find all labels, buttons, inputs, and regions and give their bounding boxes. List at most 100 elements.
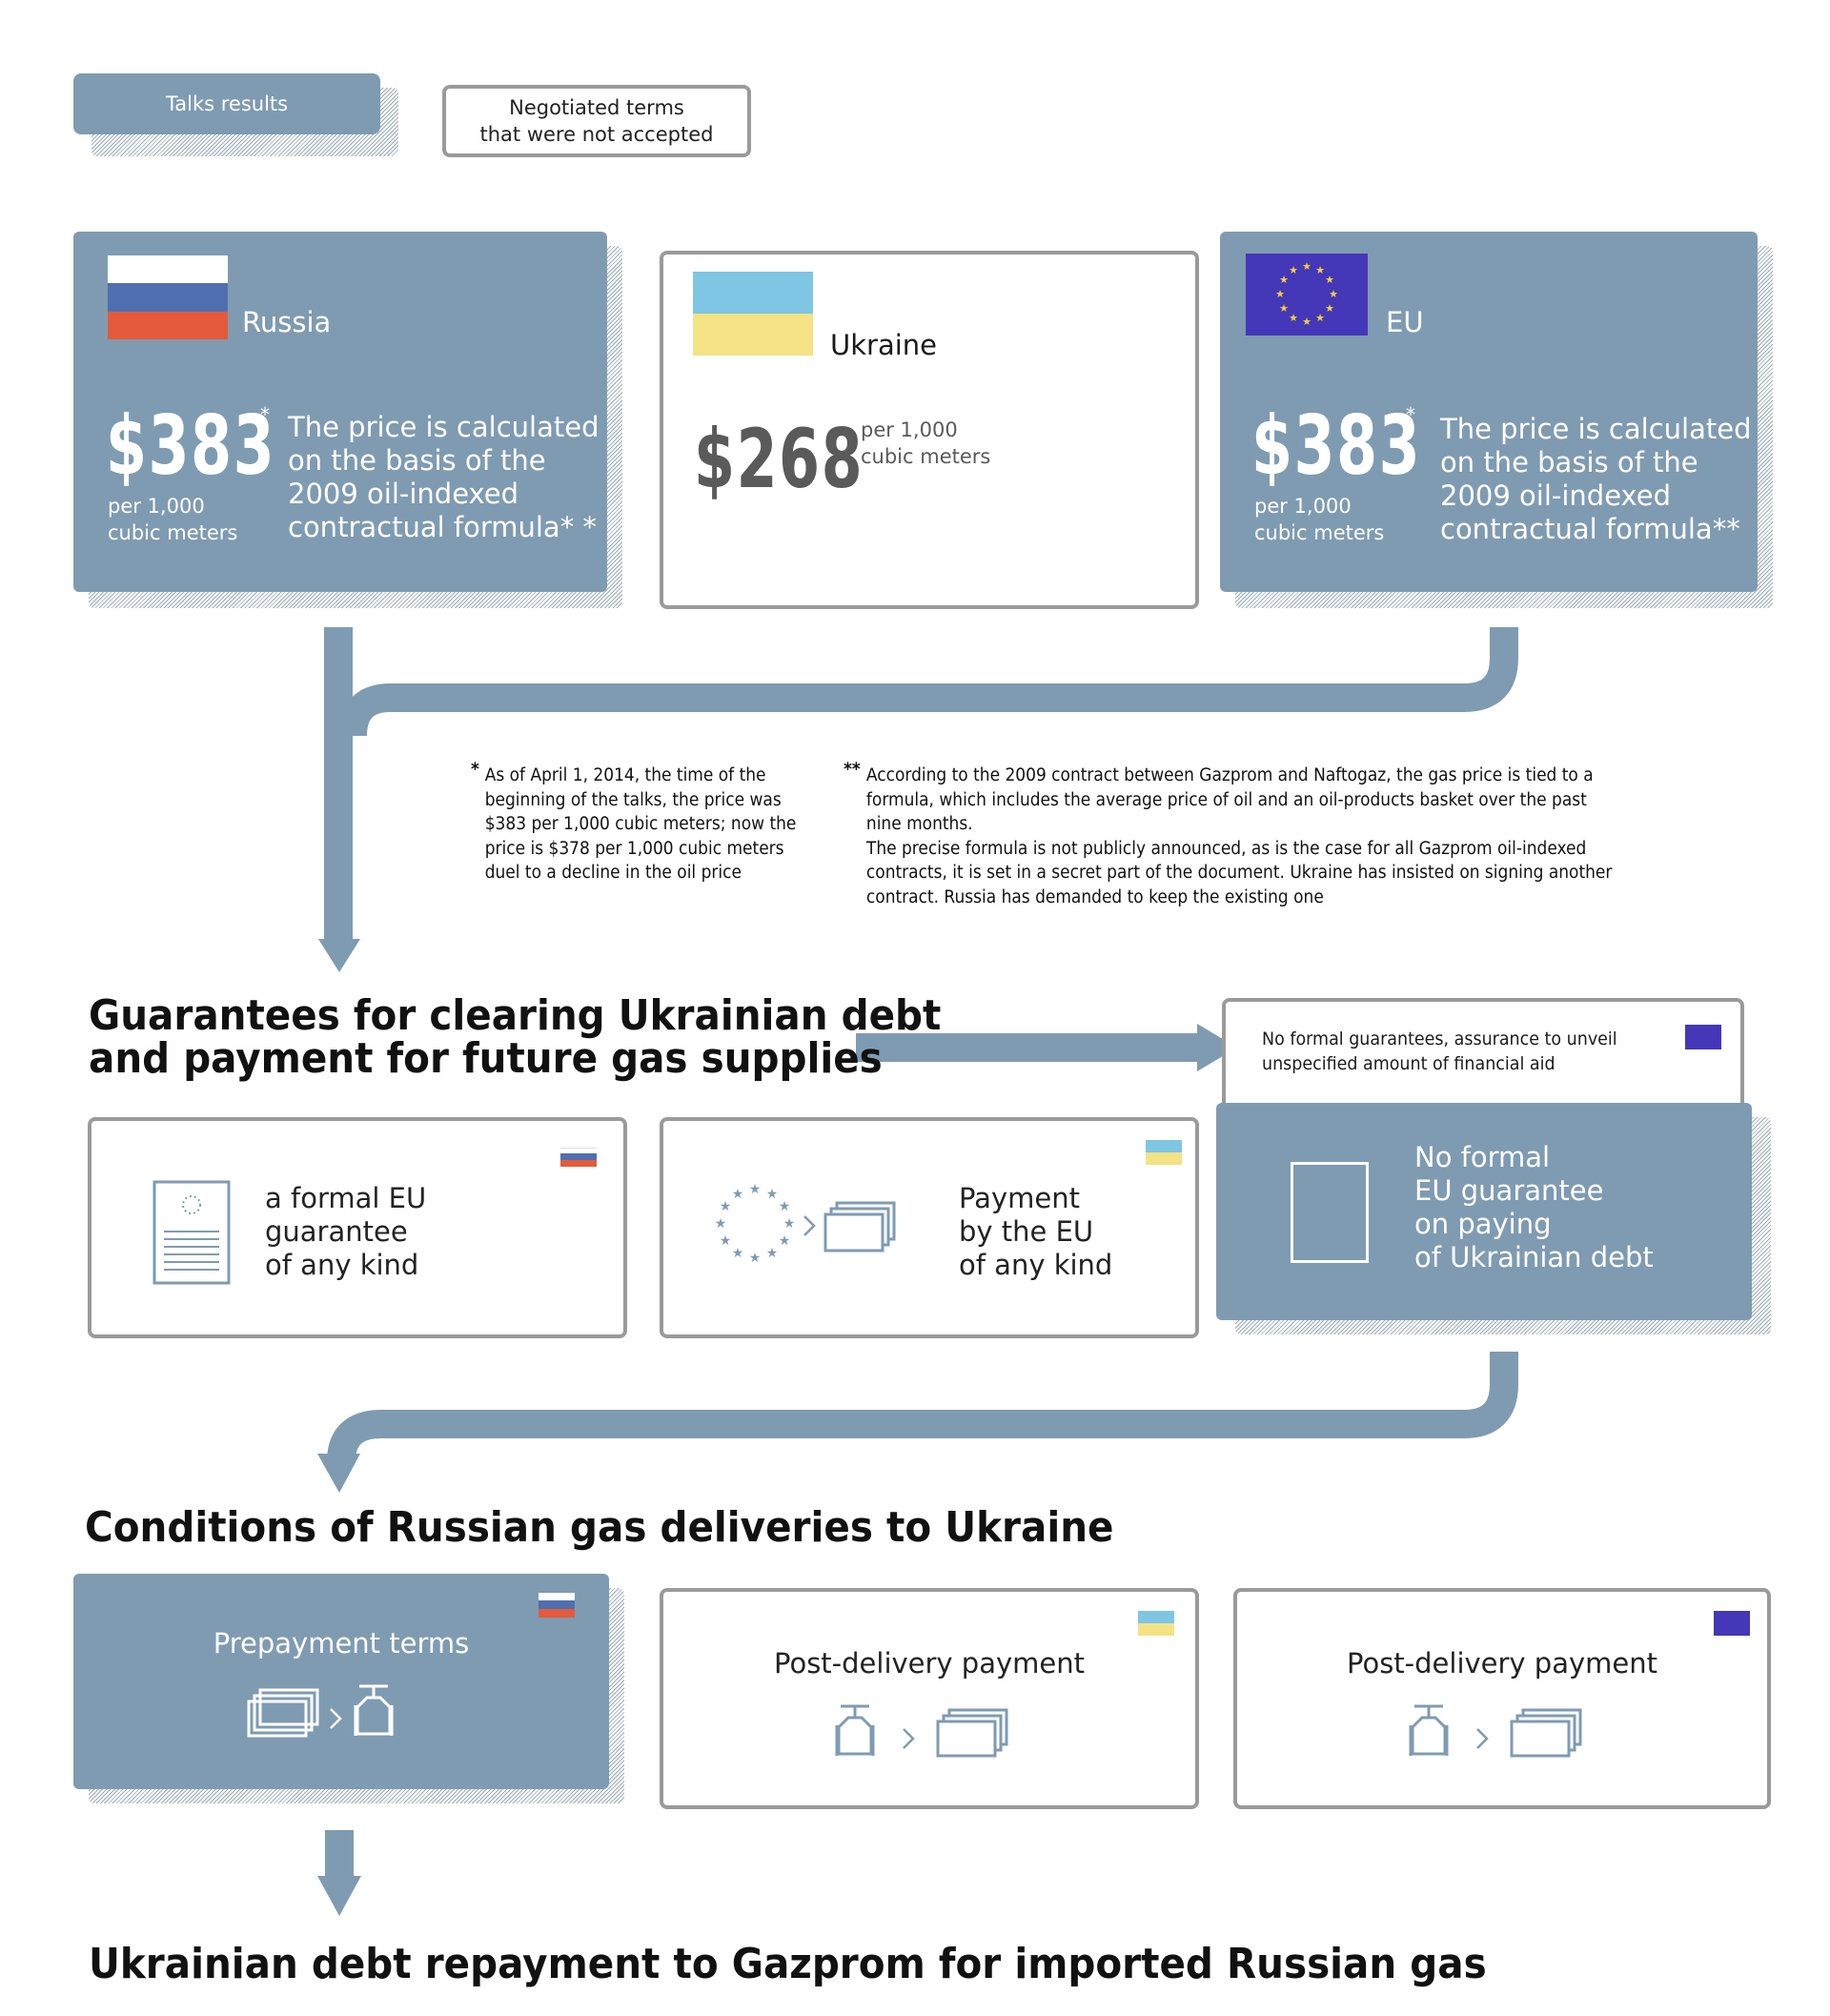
eu-flag-icon (1685, 1025, 1721, 1049)
ukraine-flag-icon (1146, 1140, 1182, 1165)
gas-valve-icon (1409, 1704, 1449, 1756)
post-delivery-icons-ukraine (835, 1704, 1008, 1758)
svg-text:★: ★ (1289, 312, 1298, 324)
svg-text:★: ★ (1325, 302, 1334, 315)
ukraine-guarantee-line2: by the EU (959, 1215, 1094, 1248)
russia-condition-label: Prepayment terms (213, 1627, 470, 1660)
eu-unit-line2: cubic meters (1254, 521, 1385, 544)
eu-payment-icon: ★★★ ★★★ ★★★ ★★★ (715, 1182, 896, 1266)
russia-desc-line4: contractual formula* * (288, 511, 597, 543)
svg-text:★: ★ (1315, 312, 1325, 324)
money-stack-icon (1510, 1708, 1582, 1758)
footnote-two-line: The precise formula is not publicly anno… (865, 838, 1587, 859)
svg-text:★: ★ (749, 1251, 762, 1266)
svg-text:★: ★ (720, 1233, 732, 1249)
guarantees-title-line1: Guarantees for clearing Ukrainian debt (89, 991, 942, 1040)
connector-eu-merge (338, 627, 1518, 737)
eu-name: EU (1386, 306, 1424, 338)
document-icon (152, 1180, 231, 1285)
footnote-two-line: contracts, it is set in a secret part of… (865, 863, 1613, 883)
eu-desc-line2: on the basis of the (1440, 446, 1698, 479)
eu-desc-line1: The price is calculated (1440, 413, 1752, 445)
russia-price-card: Russia $383 * per 1,000 cubic meters The… (73, 232, 607, 592)
svg-text:★: ★ (766, 1246, 779, 1261)
eu-price-card: ★★★ ★★★ ★★★ ★★★ EU $383 * per 1,000 cubi… (1220, 232, 1758, 592)
connector-result-to-conditions (327, 1352, 1518, 1460)
money-stack-icon (936, 1708, 1008, 1758)
money-stack-icon (824, 1201, 896, 1252)
arrow-right-icon (1197, 1024, 1237, 1071)
eu-condition-label: Post-delivery payment (1347, 1647, 1657, 1680)
eu-desc-line3: 2009 oil-indexed (1440, 479, 1672, 512)
conditions-title: Conditions of Russian gas deliveries to … (85, 1503, 1114, 1552)
footnote-one-line: duel to a decline in the oil price (484, 863, 742, 883)
footnote-one-line: $383 per 1,000 cubic meters; now the (484, 814, 797, 834)
russia-desc-line2: on the basis of the (288, 444, 546, 477)
result-line3: on paying (1414, 1208, 1552, 1240)
russia-price-marker: * (260, 403, 270, 426)
russia-price-description: The price is calculated on the basis of … (288, 411, 599, 544)
svg-text:★: ★ (766, 1187, 779, 1202)
legend-accepted-swatch: Talks results (73, 73, 380, 134)
eu-flag-icon (1714, 1611, 1750, 1636)
arrow-down-icon (318, 939, 360, 972)
arrow-down-icon-2 (317, 1454, 360, 1493)
russia-guarantee-line3: of any kind (265, 1249, 419, 1281)
ukraine-guarantee-card: ★★★ ★★★ ★★★ ★★★ Payment by the EU of any… (660, 1117, 1199, 1338)
footnote-one-line: As of April 1, 2014, the time of the (484, 765, 766, 785)
chevron-right-icon (803, 1215, 816, 1236)
ukraine-guarantee-line1: Payment (959, 1182, 1080, 1214)
eu-note-line2: unspecified amount of financial aid (1262, 1053, 1556, 1074)
svg-text:★: ★ (1329, 288, 1338, 300)
svg-text:★: ★ (779, 1233, 791, 1249)
eu-price-description: The price is calculated on the basis of … (1440, 413, 1751, 546)
arrow-down-icon-3 (317, 1876, 361, 1916)
eu-note-text: No formal guarantees, assurance to unvei… (1262, 1027, 1617, 1076)
ukraine-guarantee-text: Payment by the EU of any kind (959, 1182, 1112, 1282)
footnote-two-line: nine months. (865, 814, 973, 834)
svg-text:★: ★ (1325, 274, 1334, 286)
svg-text:★: ★ (779, 1199, 791, 1214)
footnote-one-marker: * (471, 760, 479, 780)
svg-text:★: ★ (783, 1216, 796, 1232)
legend-not-accepted-line1: Negotiated terms (509, 96, 684, 119)
eu-stars-icon: ★★★ ★★★ ★★★ ★★★ (715, 1182, 796, 1266)
eu-price-value: $383 (1251, 398, 1422, 494)
prepayment-icons (247, 1684, 394, 1738)
ukraine-flag-icon (693, 272, 813, 356)
svg-text:★: ★ (749, 1182, 762, 1197)
svg-text:★: ★ (1302, 316, 1312, 328)
ukraine-unit-line2: cubic meters (861, 445, 991, 468)
ukraine-price-value: $268 (694, 412, 864, 507)
guarantee-result-card: No formal EU guarantee on paying of Ukra… (1216, 1103, 1752, 1320)
russia-desc-line1: The price is calculated (288, 411, 600, 443)
svg-text:★: ★ (1275, 288, 1285, 300)
svg-text:★: ★ (732, 1187, 744, 1202)
gas-valve-icon (354, 1684, 394, 1736)
guarantees-title: Guarantees for clearing Ukrainian debt a… (89, 994, 941, 1080)
eu-condition-card: Post-delivery payment (1233, 1588, 1771, 1809)
arrow-down-bar-3 (325, 1830, 354, 1880)
ukraine-guarantee-line3: of any kind (959, 1249, 1113, 1281)
ukraine-unit-line1: per 1,000 (861, 418, 958, 441)
eu-flag-icon: ★★★ ★★★ ★★★ ★★★ (1246, 254, 1368, 336)
svg-text:★: ★ (1289, 264, 1298, 276)
arrow-right-bar (856, 1033, 1199, 1062)
russia-flag-icon (108, 255, 228, 339)
russia-flag-icon (539, 1593, 575, 1618)
post-delivery-icons-eu (1409, 1704, 1582, 1758)
legend-accepted-label: Talks results (165, 92, 289, 115)
svg-text:★: ★ (1302, 260, 1312, 273)
ukraine-condition-label: Post-delivery payment (774, 1647, 1085, 1680)
russia-unit-line2: cubic meters (108, 521, 238, 544)
russia-flag-icon (560, 1148, 597, 1167)
eu-unit-line1: per 1,000 (1254, 495, 1352, 518)
svg-text:★: ★ (720, 1199, 732, 1214)
guarantee-result-text: No formal EU guarantee on paying of Ukra… (1414, 1141, 1654, 1274)
russia-price-value: $383 (106, 398, 276, 494)
footnote-one-line: price is $378 per 1,000 cubic meters (484, 838, 784, 859)
eu-flag-stars: ★★★ ★★★ ★★★ ★★★ (1275, 260, 1338, 328)
chevron-right-icon (330, 1708, 342, 1729)
legend-not-accepted-line2: that were not accepted (479, 123, 714, 146)
footnote-one-line: beginning of the talks, the price was (484, 789, 782, 810)
